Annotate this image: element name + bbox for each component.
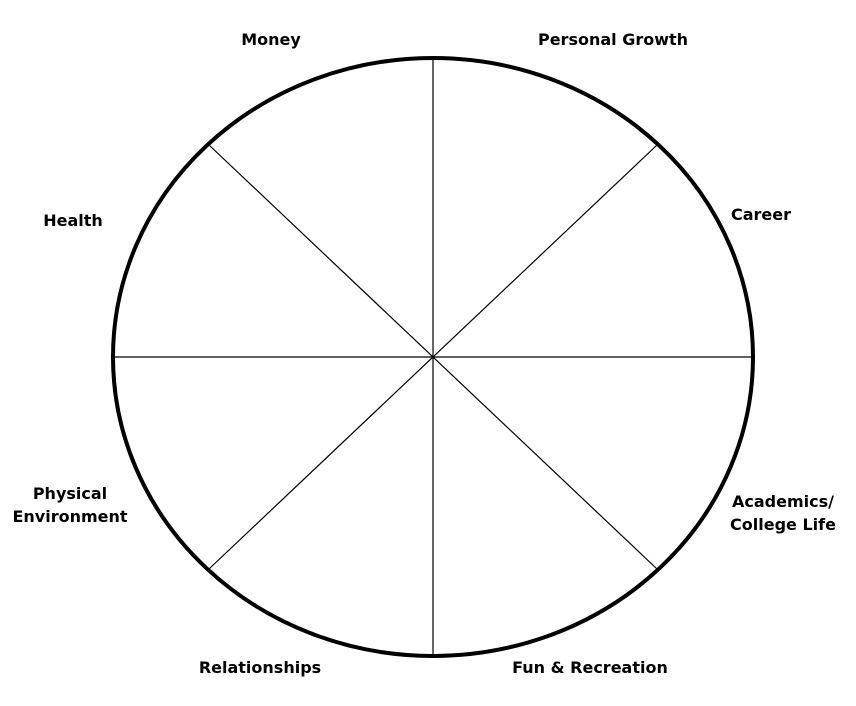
- segment-label-career: Career: [720, 203, 802, 226]
- money-label-text: Money: [241, 30, 301, 49]
- fun-recreation-label-text: Fun & Recreation: [512, 658, 668, 677]
- academics-label-line1: Academics/: [732, 492, 834, 511]
- segment-label-academics: Academics/ College Life: [722, 490, 844, 536]
- physical-label-line1: Physical: [32, 484, 108, 503]
- career-label-text: Career: [730, 205, 792, 224]
- physical-label-line2: Environment: [12, 507, 128, 526]
- relationships-label-text: Relationships: [198, 658, 322, 677]
- segment-label-relationships: Relationships: [185, 656, 335, 679]
- segment-label-physical-environment: Physical Environment: [6, 482, 134, 528]
- segment-label-personal-growth: Personal Growth: [520, 28, 706, 51]
- segment-label-fun-recreation: Fun & Recreation: [505, 656, 675, 679]
- segment-label-money: Money: [200, 28, 342, 51]
- academics-label-line2: College Life: [730, 515, 836, 534]
- health-label-text: Health: [43, 211, 103, 230]
- divider-diagonal-ascending: [209, 145, 657, 569]
- personal-growth-label-text: Personal Growth: [537, 30, 689, 49]
- segment-label-health: Health: [30, 209, 116, 232]
- wheel-outline: [111, 56, 755, 658]
